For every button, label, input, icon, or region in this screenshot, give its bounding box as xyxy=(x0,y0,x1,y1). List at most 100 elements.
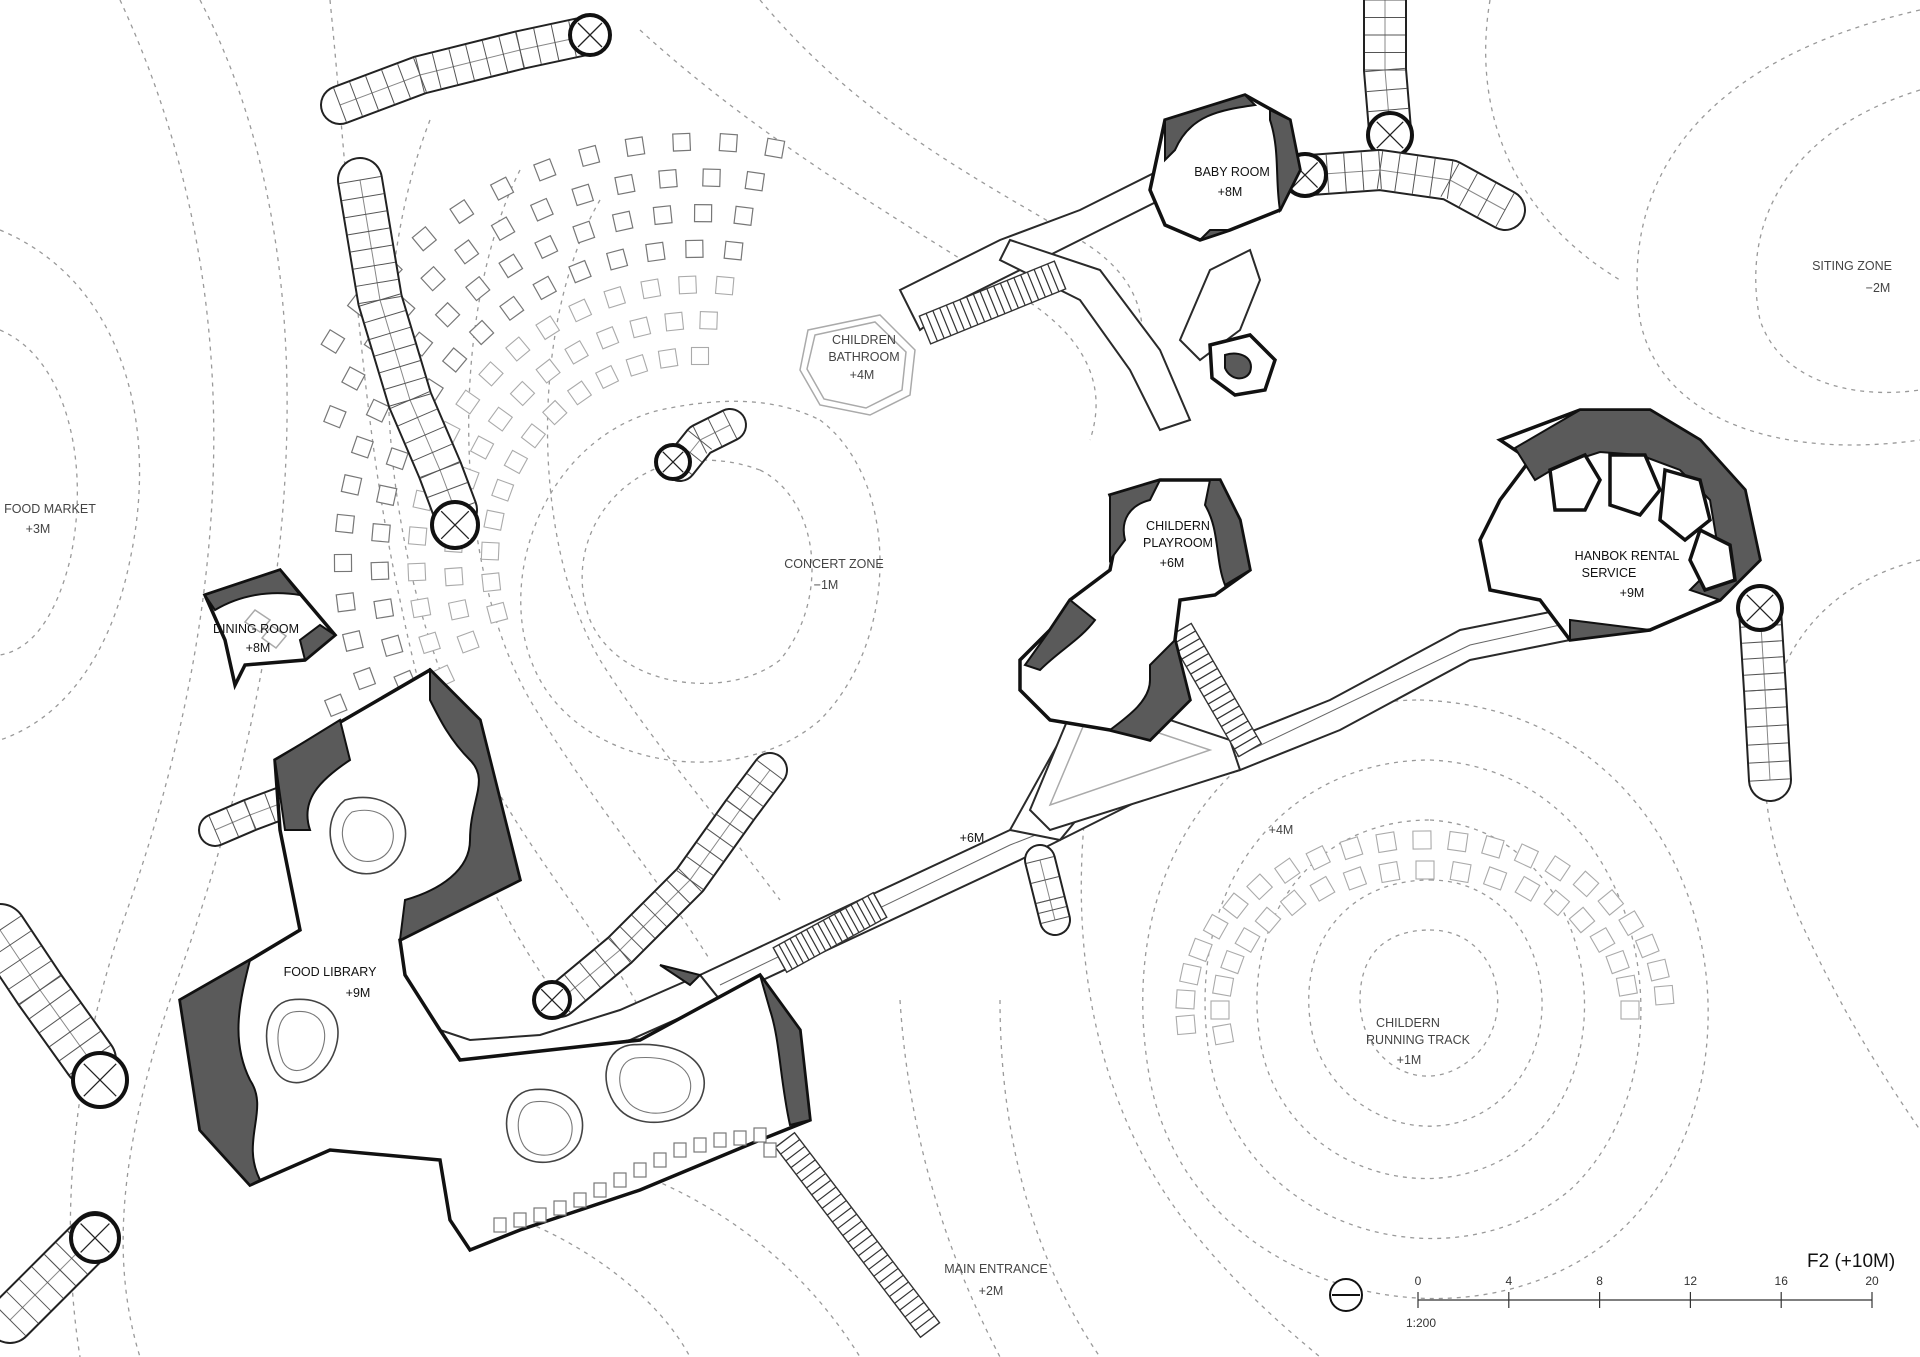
concert-seat xyxy=(571,183,595,207)
zone-labels: FOOD MARKET +3M DINING ROOM +8M CHILDREN… xyxy=(4,165,1892,1298)
stair-tread xyxy=(795,1159,816,1175)
stair-tread xyxy=(806,929,821,955)
track-seat xyxy=(1273,857,1301,885)
tube-rib xyxy=(0,930,32,953)
concert-seats xyxy=(317,132,786,825)
concert-seat xyxy=(505,336,531,362)
tube-rib xyxy=(1750,778,1790,782)
siting-zone-name: SITING ZONE xyxy=(1812,259,1892,273)
stair-tread xyxy=(811,1179,832,1196)
childern-playroom-name-2: PLAYROOM xyxy=(1143,536,1213,550)
concert-seat xyxy=(533,158,557,182)
stair-tread xyxy=(914,1315,935,1331)
concert-seat xyxy=(611,210,634,233)
concert-seat xyxy=(465,275,491,302)
food-library-label: FOOD LIBRARY +9M xyxy=(284,965,378,1000)
library-seat xyxy=(493,1217,507,1233)
concert-seat xyxy=(723,240,744,261)
tube-rib xyxy=(736,786,764,807)
concert-seat xyxy=(341,630,364,652)
concert-seat xyxy=(594,364,620,390)
tube-rib xyxy=(722,411,738,439)
stair-tread xyxy=(811,926,827,952)
tube-rib xyxy=(347,227,390,236)
track-seat xyxy=(1279,889,1307,917)
tube-rib xyxy=(8,960,52,990)
scale-tick-label: 20 xyxy=(1865,1274,1879,1288)
tube-rib xyxy=(356,278,398,287)
concert-seat xyxy=(371,523,391,543)
rooms xyxy=(178,93,1762,1253)
stair-tread xyxy=(789,938,804,964)
concert-seat xyxy=(323,404,347,429)
stair-tread xyxy=(839,910,854,936)
concert-seat xyxy=(534,234,559,260)
tube-rib xyxy=(365,75,379,111)
stair-tread xyxy=(945,304,959,334)
track-seat xyxy=(1254,906,1282,934)
concert-seat xyxy=(441,347,468,373)
concert-seat xyxy=(509,380,536,407)
concert-seat xyxy=(645,241,666,263)
concert-seat xyxy=(380,634,404,658)
tube-rib xyxy=(384,376,426,390)
stair-tread xyxy=(821,1193,842,1209)
tube-rib xyxy=(448,49,459,85)
tube-opening-cross xyxy=(80,1223,110,1253)
track-seat xyxy=(1597,888,1625,916)
stair-tread xyxy=(986,288,999,317)
childern-playroom-level: +6M xyxy=(1160,556,1185,570)
concert-seat xyxy=(733,205,754,226)
concert-seat xyxy=(478,361,504,387)
stair-tread xyxy=(800,932,816,958)
concert-seat xyxy=(483,509,505,531)
tube-rib xyxy=(579,962,601,988)
concert-seat xyxy=(411,225,438,252)
concert-seat xyxy=(532,275,558,301)
tube-rib xyxy=(726,800,754,820)
track-seat xyxy=(1543,889,1571,917)
track-seat xyxy=(1513,843,1540,869)
tube-rib xyxy=(59,1031,101,1061)
floor-title: F2 (+10M) xyxy=(1807,1251,1895,1272)
tube-rib xyxy=(696,842,724,862)
scale-tick-label: 4 xyxy=(1505,1274,1512,1288)
library-seat xyxy=(653,1152,667,1168)
tube-rib xyxy=(1429,158,1436,197)
scale-tick-label: 8 xyxy=(1596,1274,1603,1288)
stair-tread xyxy=(867,895,882,921)
stair-tread xyxy=(999,282,1013,312)
tube-rib xyxy=(619,926,644,951)
stair-tread xyxy=(861,898,877,924)
tube-rib xyxy=(415,57,425,93)
stair-tread xyxy=(852,1234,873,1250)
tube-rib xyxy=(716,814,744,834)
scale-tick-label: 16 xyxy=(1775,1274,1789,1288)
tube-rib xyxy=(706,828,734,848)
track-seat xyxy=(1305,844,1332,871)
concert-seat xyxy=(542,399,568,426)
path-level-4m: +4M xyxy=(1269,823,1294,837)
concert-seat xyxy=(672,132,692,152)
track-seat xyxy=(1572,870,1600,898)
stairs xyxy=(772,260,1263,1339)
track-seat xyxy=(1605,949,1630,975)
concert-seat xyxy=(489,176,515,201)
tube-rib xyxy=(481,40,492,76)
track-seat xyxy=(1568,906,1596,934)
baby-room-label: BABY ROOM +8M xyxy=(1194,165,1269,199)
tube-rib xyxy=(1744,672,1784,676)
stair-tread xyxy=(780,1139,801,1155)
library-seat xyxy=(513,1212,527,1228)
stair-tread xyxy=(925,313,938,342)
stair-tread xyxy=(832,1206,852,1223)
running-track-label: CHILDERN RUNNING TRACK +1M xyxy=(1366,1016,1471,1067)
track-seat xyxy=(1514,875,1541,902)
tube-rib xyxy=(1394,153,1401,192)
tube-rib xyxy=(1343,153,1347,192)
track-seat xyxy=(1634,933,1660,959)
tube-rib xyxy=(1743,656,1783,660)
scale-tick-label: 0 xyxy=(1415,1274,1422,1288)
stair-tread xyxy=(1216,705,1240,720)
tube-rib xyxy=(413,443,452,462)
